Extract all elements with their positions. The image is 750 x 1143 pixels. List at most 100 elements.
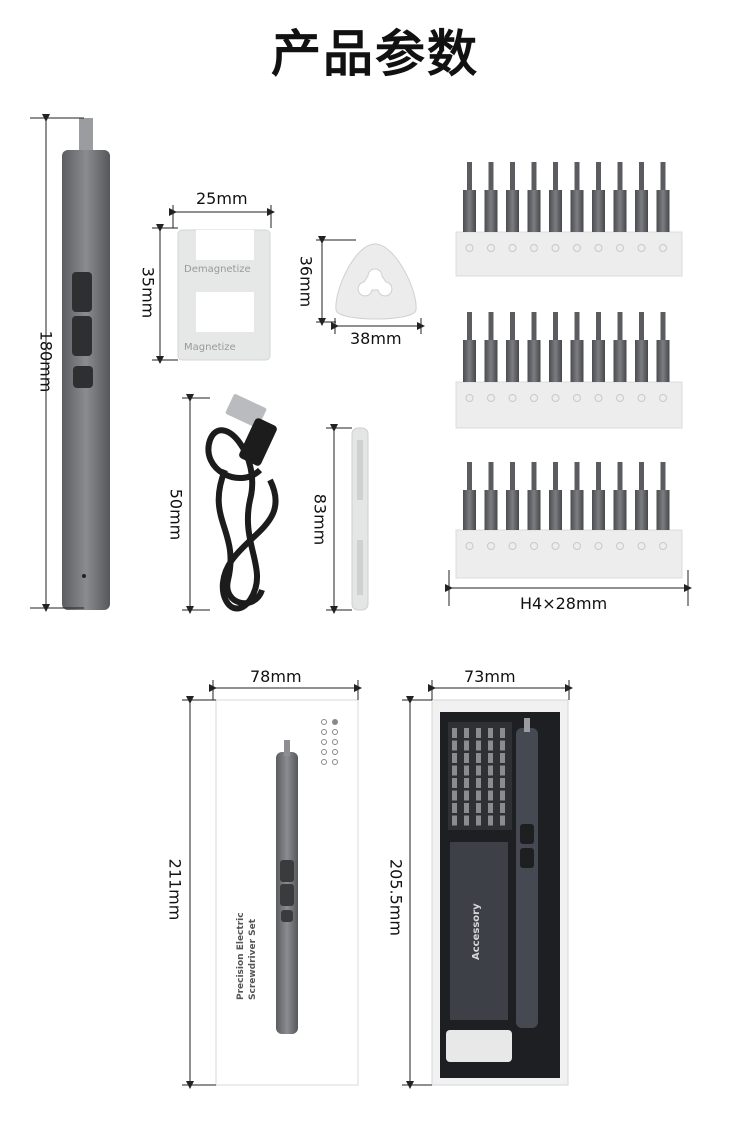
tray-bit bbox=[452, 815, 457, 826]
bit-shank bbox=[484, 490, 498, 530]
bit-tip bbox=[639, 162, 644, 194]
bit-tip bbox=[510, 162, 515, 194]
accessory-label: Accessory bbox=[471, 903, 482, 960]
bit-slot bbox=[465, 394, 474, 402]
bit-tip bbox=[467, 162, 472, 194]
bit-shank bbox=[656, 190, 670, 232]
bit-slot bbox=[659, 244, 667, 252]
tray-bit bbox=[476, 753, 481, 763]
bit-slot bbox=[551, 244, 560, 252]
bit-tip bbox=[574, 162, 580, 194]
bit-slot bbox=[616, 244, 624, 252]
bit-slot bbox=[573, 542, 581, 550]
tray-bit bbox=[500, 728, 505, 738]
bit-shank bbox=[635, 190, 648, 232]
tray-bit bbox=[488, 740, 493, 751]
tray-bit bbox=[464, 778, 469, 788]
bit-slot bbox=[616, 394, 624, 402]
bit-tip bbox=[510, 312, 515, 344]
bit-slot bbox=[487, 244, 495, 252]
bit-tip bbox=[617, 462, 623, 494]
bit-shank bbox=[613, 490, 627, 530]
bit-shank bbox=[484, 190, 498, 232]
tray-bit bbox=[464, 753, 469, 763]
tray-bit bbox=[500, 778, 505, 788]
bit-tip bbox=[488, 312, 494, 344]
bit-shank bbox=[527, 490, 541, 530]
bit-tip bbox=[574, 462, 580, 494]
bit-slot bbox=[637, 542, 646, 550]
screwdriver-image bbox=[62, 118, 110, 610]
bit-shank bbox=[613, 340, 627, 382]
page-title: 产品参数 bbox=[271, 25, 479, 83]
bit-slot bbox=[594, 244, 603, 252]
tray-bit bbox=[452, 778, 457, 788]
tray-bit bbox=[464, 803, 469, 813]
bit-shank bbox=[656, 340, 670, 382]
demagnetizer-height-label: 35mm bbox=[138, 266, 158, 319]
bit-tip bbox=[488, 162, 494, 194]
pick-tool-image bbox=[335, 243, 417, 320]
tray-bit bbox=[488, 765, 493, 776]
bit-shank bbox=[613, 190, 627, 232]
usb-cable-image bbox=[205, 394, 279, 612]
bit-shank bbox=[570, 340, 584, 382]
bit-shank bbox=[549, 340, 562, 382]
bit-slot bbox=[573, 244, 581, 252]
spudger-image bbox=[351, 427, 369, 611]
tray-bit bbox=[500, 803, 505, 813]
bit-tip bbox=[596, 162, 601, 194]
bit-set-row-3 bbox=[455, 529, 683, 579]
bit-tip bbox=[510, 462, 515, 494]
tray-bit bbox=[500, 765, 505, 776]
tray-bit bbox=[464, 765, 469, 776]
tray-bit bbox=[464, 728, 469, 738]
bit-shank bbox=[527, 190, 541, 232]
screwdriver-length-label: 180mm bbox=[36, 330, 56, 393]
bit-tip bbox=[617, 312, 623, 344]
bit-slot bbox=[508, 542, 517, 550]
bit-shank bbox=[527, 340, 541, 382]
bit-tip bbox=[553, 312, 558, 344]
bit-slot bbox=[465, 244, 474, 252]
bit-tip bbox=[553, 462, 558, 494]
cable-length-label: 50mm bbox=[166, 488, 186, 541]
box-product-name-2: Screwdriver Set bbox=[248, 918, 258, 1000]
tray-bit bbox=[488, 753, 493, 763]
tray-bit bbox=[488, 728, 493, 738]
bit-shank bbox=[592, 490, 605, 530]
bit-tip bbox=[660, 162, 666, 194]
bit-shank bbox=[463, 490, 476, 530]
tray-bit bbox=[500, 753, 505, 763]
bit-shank bbox=[570, 490, 584, 530]
bit-tip bbox=[617, 162, 623, 194]
bit-shank bbox=[570, 190, 584, 232]
bit-slot bbox=[508, 394, 517, 402]
bit-slot bbox=[487, 394, 495, 402]
bit-shank bbox=[549, 490, 562, 530]
bit-shank bbox=[484, 340, 498, 382]
bits-spec-label: H4×28mm bbox=[520, 594, 608, 613]
demagnetizer-width-label: 25mm bbox=[196, 189, 248, 208]
bit-shank bbox=[549, 190, 562, 232]
tray-bit bbox=[476, 790, 481, 801]
bit-set-row-2 bbox=[455, 381, 683, 429]
tray-bit bbox=[476, 803, 481, 813]
retail-box-image bbox=[215, 699, 359, 1086]
bit-slot bbox=[465, 542, 474, 550]
bit-tip bbox=[467, 312, 472, 344]
bit-tip bbox=[467, 462, 472, 494]
bit-tip bbox=[574, 312, 580, 344]
tray-height-label: 205.5mm bbox=[386, 859, 406, 936]
bit-shank bbox=[506, 190, 519, 232]
tray-bit bbox=[488, 803, 493, 813]
tray-bit bbox=[464, 740, 469, 751]
bit-shank bbox=[635, 490, 648, 530]
box-height-label: 211mm bbox=[165, 858, 185, 921]
bit-shank bbox=[506, 490, 519, 530]
tray-bit bbox=[452, 728, 457, 738]
bit-slot bbox=[659, 542, 667, 550]
bit-slot bbox=[487, 542, 495, 550]
magnetize-text: Magnetize bbox=[184, 342, 236, 353]
tray-bit bbox=[452, 753, 457, 763]
